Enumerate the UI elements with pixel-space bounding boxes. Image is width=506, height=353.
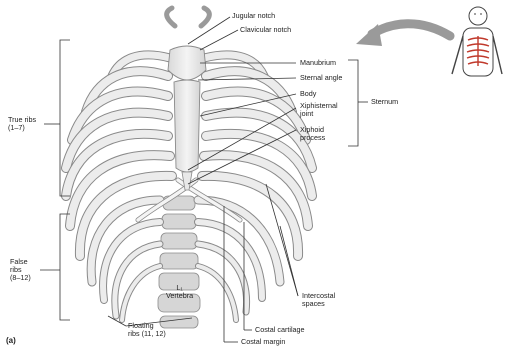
label-xiphisternal-joint: Xiphisternal joint (300, 102, 338, 118)
label-sternum: Sternum (371, 98, 398, 106)
sternum (168, 46, 206, 190)
label-floating-ribs: Floating ribs (11, 12) (128, 322, 166, 338)
label-intercostal-spaces: Intercostal spaces (302, 292, 335, 308)
label-body: Body (300, 90, 316, 98)
ribs-right (198, 55, 312, 320)
curved-arrow-icon (356, 24, 450, 46)
bracket-sternum (348, 60, 358, 146)
vertebra-3 (161, 233, 197, 249)
label-false-ribs: False ribs (8–12) (10, 258, 31, 282)
skeleton-thumbnail (452, 7, 502, 76)
label-true-ribs: True ribs (1–7) (8, 116, 36, 132)
panel-label: (a) (6, 336, 16, 345)
vertebra-4 (160, 253, 198, 269)
label-sternal-angle: Sternal angle (300, 74, 342, 82)
label-vertebra: L₁ Vertebra (166, 284, 193, 300)
label-manubrium: Manubrium (300, 59, 336, 67)
label-costal-margin: Costal margin (241, 338, 285, 346)
ribs-left (66, 55, 172, 320)
sternal-body (174, 80, 200, 172)
vertebral-column (158, 196, 200, 328)
label-costal-cartilage: Costal cartilage (255, 326, 305, 334)
clavicles (167, 8, 210, 26)
label-clavicular-notch: Clavicular notch (240, 26, 291, 34)
skull-icon (469, 7, 487, 25)
label-xiphoid-process: Xiphoid process (300, 126, 325, 142)
label-jugular-notch: Jugular notch (232, 12, 275, 20)
vertebra-2 (162, 214, 196, 229)
